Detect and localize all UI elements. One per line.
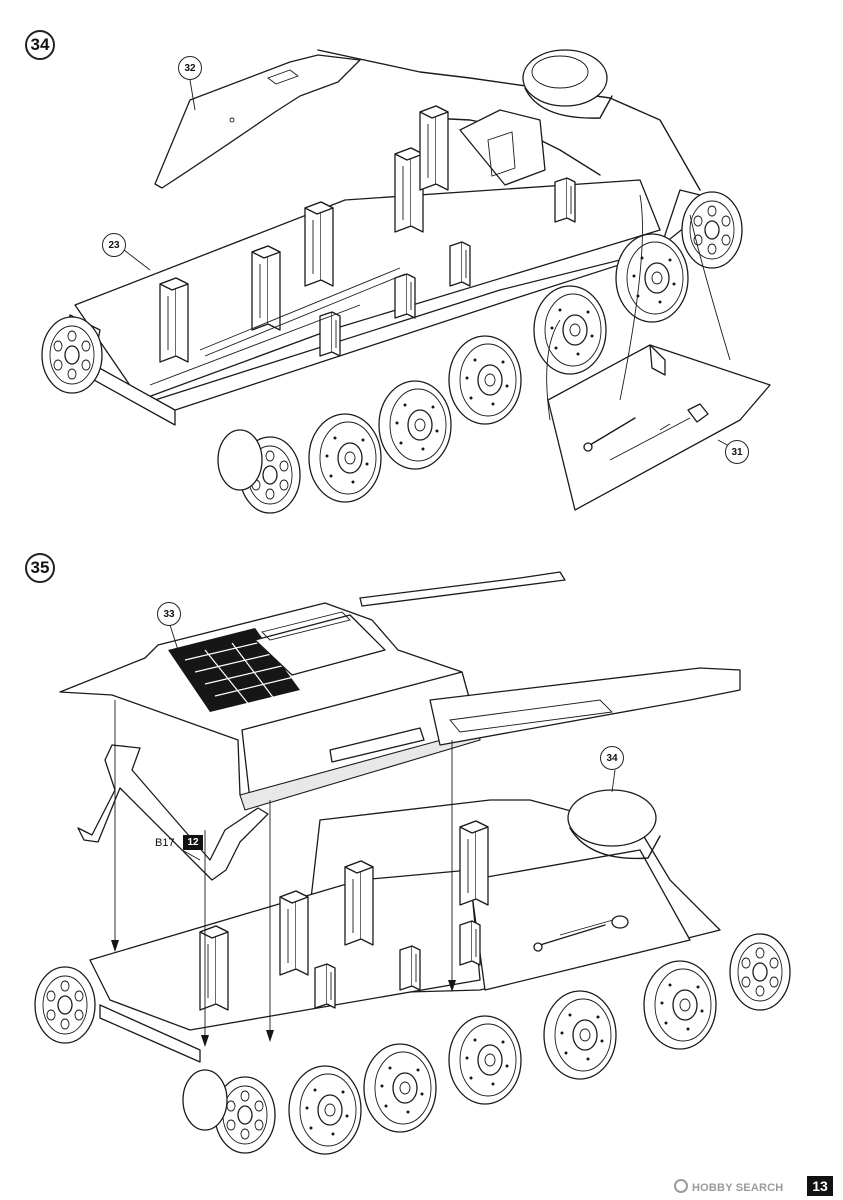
assembly-arrows: [111, 700, 456, 1047]
callout-part-32: 32: [178, 56, 202, 80]
watermark-text: HOBBY SEARCH: [692, 1182, 784, 1194]
callout-part-31: 31: [725, 440, 749, 464]
watermark-logo-icon: [674, 1179, 688, 1193]
engine-deck-panel: [154, 54, 361, 189]
sprue-number-box: 12: [183, 835, 203, 850]
page-number: 13: [807, 1176, 833, 1196]
part-code-b17: B17: [155, 837, 175, 849]
step-35-badge: 35: [25, 553, 55, 583]
watermark: HOBBY SEARCH: [674, 1179, 783, 1194]
frame-part-b17: [77, 744, 269, 881]
callout-part-33: 33: [157, 602, 181, 626]
callout-part-23: 23: [102, 233, 126, 257]
callout-part-34: 34: [600, 746, 624, 770]
step-34-badge: 34: [25, 30, 55, 60]
